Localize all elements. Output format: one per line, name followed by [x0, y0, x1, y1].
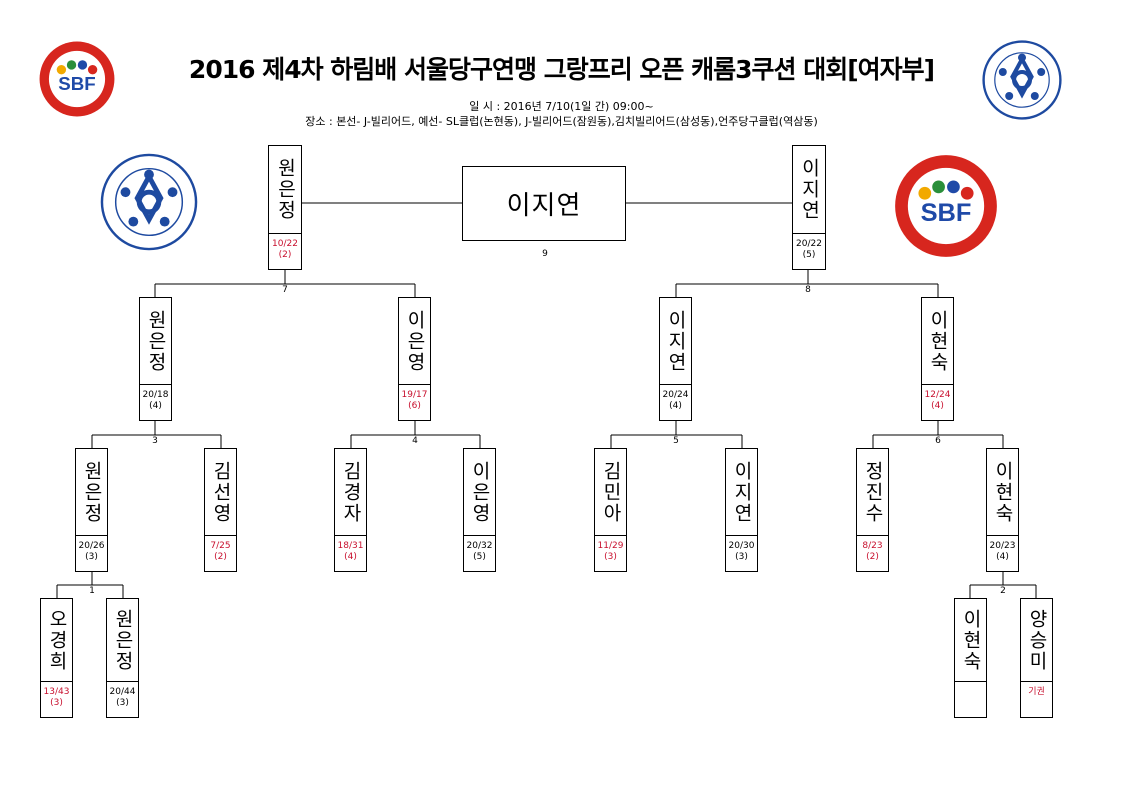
player-box-r1-a: 오경희 13/43(3) — [40, 598, 73, 718]
player-name: 양승미 — [1026, 608, 1048, 672]
player-box-r2-5: 김민아 11/29(3) — [594, 448, 627, 572]
match-number-6: 6 — [935, 436, 941, 446]
player-score — [955, 681, 986, 717]
player-name: 원은정 — [112, 608, 134, 672]
player-box-r1-b: 원은정 20/44(3) — [106, 598, 139, 718]
match-number-4: 4 — [412, 436, 418, 446]
player-score: 8/23(2) — [857, 535, 888, 571]
player-box-qf-2: 이은영 19/17(6) — [398, 297, 431, 421]
player-box-r2-8: 이현숙 20/23(4) — [986, 448, 1019, 572]
page-title: 2016 제4차 하림배 서울당구연맹 그랑프리 오픈 캐롬3쿠션 대회[여자부… — [188, 55, 935, 84]
player-score: 19/17(6) — [399, 384, 430, 420]
player-score: 20/26(3) — [76, 535, 107, 571]
player-name: 정진수 — [862, 460, 884, 524]
player-score: 13/43(3) — [41, 681, 72, 717]
player-score: 10/22(2) — [269, 233, 301, 269]
player-score: 12/24(4) — [922, 384, 953, 420]
sbf-letters: SBF — [58, 73, 95, 94]
sbf-letters: SBF — [921, 199, 972, 227]
player-box-sf-1: 원은정 10/22(2) — [268, 145, 302, 270]
player-box-r2-4: 이은영 20/32(5) — [463, 448, 496, 572]
player-score: 18/31(4) — [335, 535, 366, 571]
player-name: 이현숙 — [960, 608, 982, 672]
player-name: 이은영 — [404, 309, 426, 373]
player-name: 이지연 — [798, 158, 821, 221]
player-score: 20/30(3) — [726, 535, 757, 571]
match-number-9: 9 — [542, 249, 548, 259]
match-number-1: 1 — [89, 586, 95, 596]
player-score: 20/23(4) — [987, 535, 1018, 571]
sbf-logo-right: SBF — [893, 153, 999, 259]
player-box-r2-3: 김경자 18/31(4) — [334, 448, 367, 572]
match-number-2: 2 — [1000, 586, 1006, 596]
event-date: 일 시 : 2016년 7/10(1일 간) 09:00~ — [469, 100, 654, 113]
player-box-qf-1: 원은정 20/18(4) — [139, 297, 172, 421]
champion-box: 이지연 — [462, 166, 626, 241]
player-name: 김선영 — [210, 460, 232, 524]
player-box-r2-7: 정진수 8/23(2) — [856, 448, 889, 572]
player-box-r1-d: 양승미 기권 — [1020, 598, 1053, 718]
seoul-sports-council-logo-left — [100, 153, 198, 251]
sbf-logo-top-left: SBF — [38, 40, 116, 118]
player-name: 김경자 — [340, 460, 362, 524]
player-box-r2-1: 원은정 20/26(3) — [75, 448, 108, 572]
player-box-qf-3: 이지연 20/24(4) — [659, 297, 692, 421]
player-name: 오경희 — [46, 608, 68, 672]
player-name: 이현숙 — [927, 309, 949, 373]
player-score: 20/24(4) — [660, 384, 691, 420]
player-score: 20/44(3) — [107, 681, 138, 717]
event-venue: 장소 : 본선- J-빌리어드, 예선- SL클럽(논현동), J-빌리어드(잠… — [305, 115, 818, 128]
match-number-3: 3 — [152, 436, 158, 446]
player-name: 이지연 — [665, 309, 687, 373]
player-box-sf-2: 이지연 20/22(5) — [792, 145, 826, 270]
player-name: 원은정 — [81, 460, 103, 524]
player-box-qf-4: 이현숙 12/24(4) — [921, 297, 954, 421]
player-box-r2-6: 이지연 20/30(3) — [725, 448, 758, 572]
player-score: 20/32(5) — [464, 535, 495, 571]
player-score: 기권 — [1021, 681, 1052, 717]
player-score: 7/25(2) — [205, 535, 236, 571]
player-name: 원은정 — [145, 309, 167, 373]
match-number-8: 8 — [805, 285, 811, 295]
player-score: 11/29(3) — [595, 535, 626, 571]
player-score: 20/22(5) — [793, 233, 825, 269]
player-box-r2-2: 김선영 7/25(2) — [204, 448, 237, 572]
player-name: 이지연 — [731, 460, 753, 524]
player-name: 이은영 — [469, 460, 491, 524]
player-name: 원은정 — [274, 158, 297, 221]
player-score: 20/18(4) — [140, 384, 171, 420]
seoul-sports-council-logo-top-right — [982, 40, 1062, 120]
player-box-r1-c: 이현숙 — [954, 598, 987, 718]
match-number-7: 7 — [282, 285, 288, 295]
player-name: 이현숙 — [992, 460, 1014, 524]
player-name: 김민아 — [600, 460, 622, 524]
match-number-5: 5 — [673, 436, 679, 446]
